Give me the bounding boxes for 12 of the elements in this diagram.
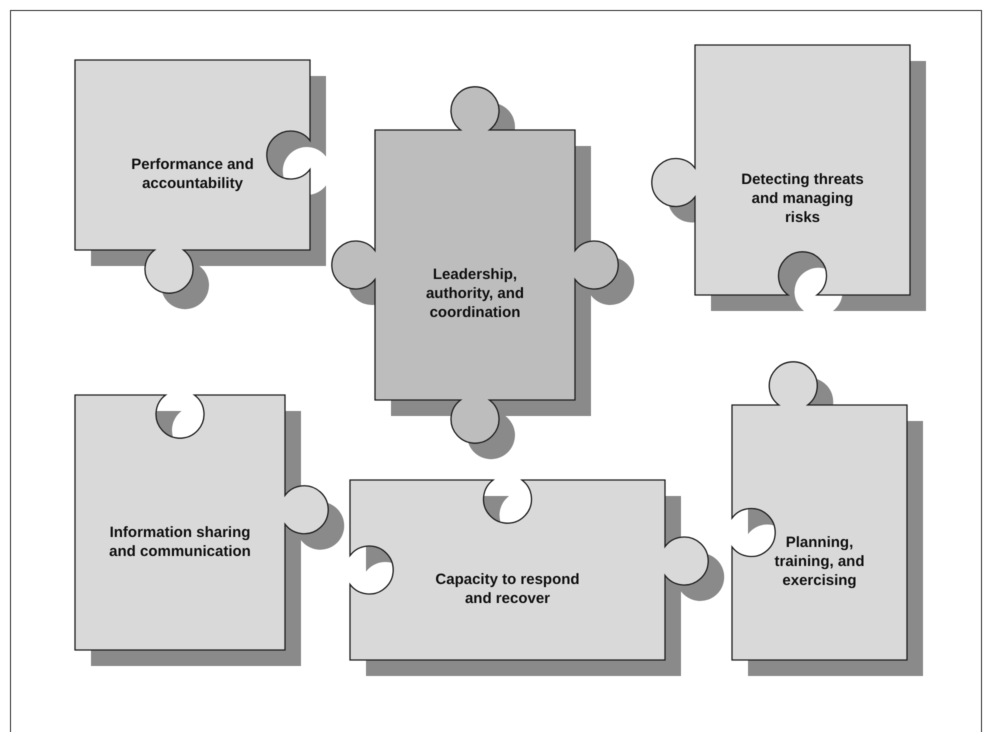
piece-label: Performance and accountability <box>130 155 255 193</box>
piece-label: Capacity to respond and recover <box>434 570 581 608</box>
piece-label: Detecting threats and managing risks <box>740 170 865 227</box>
puzzle-piece <box>730 359 925 678</box>
puzzle-piece <box>73 58 328 312</box>
puzzle-piece <box>348 478 727 678</box>
piece-label: Leadership, authority, and coordination <box>424 265 526 322</box>
piece-label: Planning, training, and exercising <box>774 532 866 590</box>
puzzle-piece <box>329 84 637 462</box>
piece-label: Information sharing and communication <box>108 522 252 560</box>
puzzle-piece <box>649 43 928 313</box>
puzzle-piece <box>73 393 347 668</box>
